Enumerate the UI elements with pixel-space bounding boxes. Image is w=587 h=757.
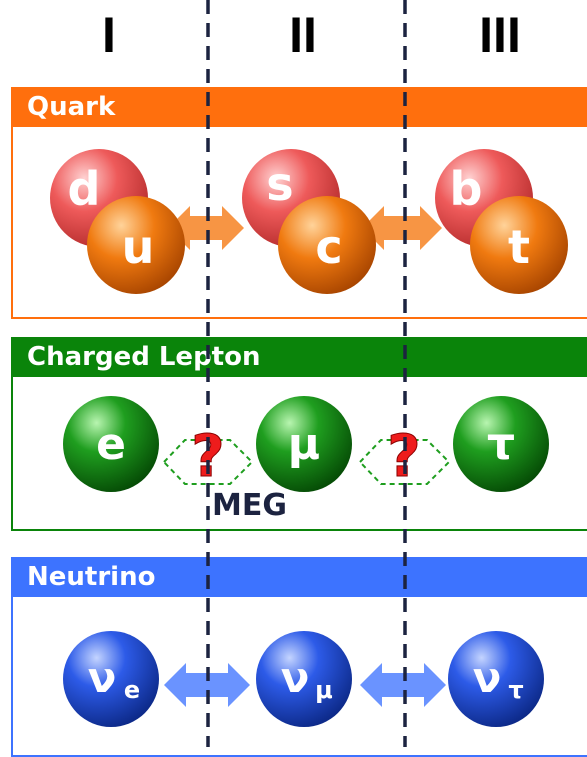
neutrino-tau-subscript: τ	[508, 676, 523, 704]
question-mark-icon: ?	[387, 422, 421, 490]
generation-2-label: II	[289, 7, 317, 63]
lepton-e-label: e	[96, 419, 126, 470]
quark-s-label: s	[266, 157, 293, 211]
quark-c-sphere: c	[278, 196, 376, 294]
quark-t-label: t	[508, 220, 530, 274]
neutrino-mu-sphere: ν μ	[256, 631, 352, 727]
generation-3-label: III	[479, 7, 521, 63]
quark-mixing-arrow-2-3	[362, 206, 442, 250]
neutrino-oscillation-arrow-1-2	[164, 663, 250, 707]
forbidden-transition-e-mu: ?	[162, 422, 254, 491]
neutrino-e-sphere: ν e	[63, 631, 159, 727]
neutrino-mu-symbol: ν	[281, 653, 310, 702]
neutrino-e-subscript: e	[124, 676, 140, 704]
lepton-tau-sphere: τ	[453, 396, 549, 492]
lepton-mu-sphere: μ	[256, 396, 352, 492]
neutrino-e-symbol: ν	[88, 653, 117, 702]
lepton-mu-label: μ	[288, 419, 320, 470]
generation-1-label: I	[102, 7, 116, 63]
forbidden-transition-mu-tau: ?	[358, 422, 451, 491]
question-mark-icon: ?	[191, 422, 225, 490]
quark-u-label: u	[122, 220, 155, 274]
quark-d-label: d	[68, 162, 101, 216]
neutrino-tau-symbol: ν	[473, 653, 502, 702]
quark-t-sphere: t	[470, 196, 568, 294]
neutrino-tau-sphere: ν τ	[448, 631, 544, 727]
neutrino-header: Neutrino	[11, 557, 587, 597]
lepton-tau-label: τ	[487, 419, 515, 470]
quark-b-label: b	[450, 162, 483, 216]
neutrino-mu-subscript: μ	[315, 676, 333, 704]
charged-lepton-header: Charged Lepton	[11, 337, 587, 377]
quark-mixing-arrow-1-2	[168, 206, 244, 250]
quark-header: Quark	[11, 87, 587, 127]
meg-experiment-label: MEG	[212, 488, 287, 523]
quark-u-sphere: u	[87, 196, 185, 294]
lepton-e-sphere: e	[63, 396, 159, 492]
neutrino-oscillation-arrow-2-3	[360, 663, 446, 707]
quark-c-label: c	[315, 220, 342, 274]
